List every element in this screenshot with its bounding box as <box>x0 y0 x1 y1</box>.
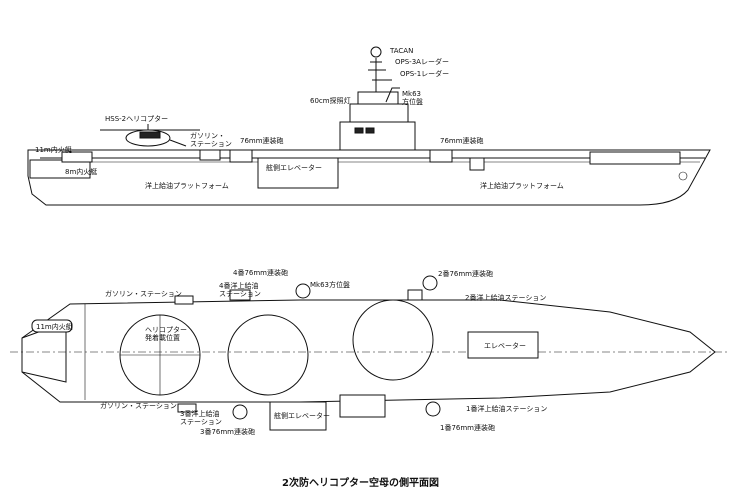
turrets <box>174 275 441 431</box>
island <box>339 46 416 151</box>
plan-view: 4番76mm連装砲 4番洋上給油ステーション Mk63方位盤 2番76mm連装砲… <box>10 268 730 436</box>
gun4-label: 4番76mm連装砲 <box>233 268 288 277</box>
gasoline-top-label: ガソリン・ステーション <box>105 289 182 298</box>
ops1-label: OPS-1レーダー <box>400 69 449 78</box>
elevator-label-side: 舷側エレベーター <box>266 163 322 172</box>
gun-aft-label: 76mm連装砲 <box>440 136 484 145</box>
boat8-label: 8m内火艇 <box>65 167 97 176</box>
gun1-label: 1番76mm連装砲 <box>440 423 495 432</box>
side-elevator-box <box>257 157 339 189</box>
gun-fwd-label: 76mm連装砲 <box>240 136 284 145</box>
ops3a-label: OPS-3Aレーダー <box>395 57 449 66</box>
anchor-icon <box>678 171 688 181</box>
gasoline-label-side: ガソリン・ステーション <box>190 131 232 148</box>
boat11-plan <box>31 319 73 333</box>
station2-label: 2番洋上給油ステーション <box>465 293 546 302</box>
station3-label: 3番洋上給油ステーション <box>180 409 222 426</box>
replen-left-label: 洋上給油プラットフォーム <box>145 181 229 190</box>
replen-right-label: 洋上給油プラットフォーム <box>480 181 564 190</box>
stern-structure <box>29 159 91 179</box>
side-elevator-plan-label: 舷側エレベーター <box>274 411 330 420</box>
boat11-label-side: 11m内火艇 <box>35 145 72 154</box>
deck-equipment <box>61 149 681 189</box>
mk63-plan-label: Mk63方位盤 <box>310 280 350 289</box>
station4-label: 4番洋上給油ステーション <box>219 281 261 298</box>
deck-circle-2 <box>227 314 309 396</box>
center-elevator-label: エレベーター <box>484 341 526 350</box>
boat11-plan-label: 11m内火艇 <box>36 322 73 331</box>
gun2-label: 2番76mm連装砲 <box>438 269 493 278</box>
searchlight-label: 60cm探照灯 <box>310 96 351 105</box>
gasoline-bottom-label: ガソリン・ステーション <box>100 401 177 410</box>
helicopter-icon <box>100 124 200 147</box>
side-elevator-plan <box>269 401 327 431</box>
side-hull <box>27 149 711 206</box>
tacan-label: TACAN <box>389 47 413 55</box>
heli-spot-label: ヘリコプター発着載位置 <box>145 325 187 342</box>
station1-label: 1番洋上給油ステーション <box>466 404 547 413</box>
deck-circle-3 <box>352 299 434 381</box>
gun3-label: 3番76mm連装砲 <box>200 427 255 436</box>
center-elevator <box>467 331 539 359</box>
figure-caption: 2次防ヘリコプター空母の側平面図 <box>282 476 439 489</box>
plan-hull <box>21 299 716 403</box>
helicopter-label: HSS-2ヘリコプター <box>105 114 168 123</box>
